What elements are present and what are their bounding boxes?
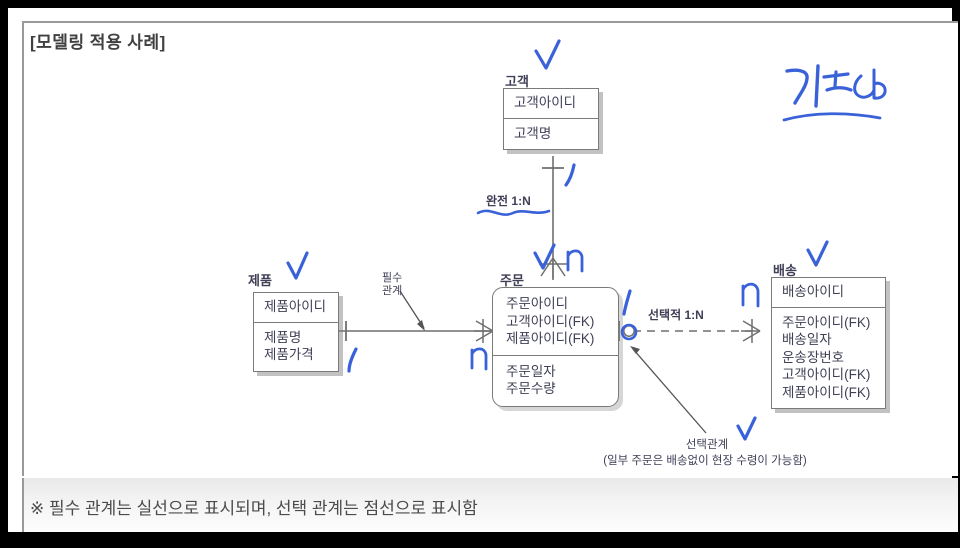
entity-name-customer: 고객 (505, 74, 529, 89)
entity-customer-pk-section: 고객아이디 (504, 89, 598, 119)
attribute-row: 제품아이디(FK) (782, 384, 871, 400)
attribute-row: 고객명 (514, 125, 552, 141)
relationship-label-customer-order: 완전 1:N (486, 194, 531, 208)
entity-product-pk-section: 제품아이디 (254, 293, 338, 323)
entity-product-attr-section: 제품명 제품가격 (254, 323, 338, 371)
relationship-label-order-delivery: 선택적 1:N (648, 308, 704, 322)
annotation-optional-relation-detail: (일부 주문은 배송없이 현장 수령이 가능함) (603, 455, 807, 467)
entity-order-pk-section: 주문아이디 고객아이디(FK) 제품아이디(FK) (493, 288, 618, 356)
slide-canvas: [모델링 적용 사례] (8, 8, 958, 532)
attribute-row: 주문일자 (506, 363, 556, 379)
entity-order[interactable]: 주문아이디 고객아이디(FK) 제품아이디(FK) 주문일자 주문수량 (492, 287, 619, 407)
entity-delivery-pk-section: 배송아이디 (772, 278, 885, 308)
attribute-row: 배송아이디 (782, 284, 845, 299)
annotation-required-relation: 필수 관계 (382, 272, 402, 298)
entity-product[interactable]: 제품아이디 제품명 제품가격 (253, 292, 339, 372)
entity-name-order: 주문 (500, 273, 524, 288)
attribute-row: 고객아이디 (514, 95, 577, 110)
attribute-row: 제품명 (264, 329, 302, 345)
attribute-row: 제품가격 (264, 347, 314, 362)
entity-name-product: 제품 (248, 273, 272, 288)
entity-customer-attr-section: 고객명 (504, 119, 598, 150)
entity-name-delivery: 배송 (773, 263, 797, 278)
attribute-row: 운송장번호 (782, 349, 845, 365)
attribute-row: 제품아이디 (264, 299, 327, 314)
footer-band (22, 478, 958, 532)
attribute-row: 제품아이디(FK) (506, 331, 595, 346)
page-title: [모델링 적용 사례] (30, 33, 166, 52)
attribute-row: 주문아이디 (506, 296, 569, 311)
attribute-row: 배송일자 (782, 332, 832, 347)
annotation-required-relation-line2: 관계 (382, 285, 403, 297)
entity-delivery-attr-section: 주문아이디(FK) 배송일자 운송장번호 고객아이디(FK) 제품아이디(FK) (772, 308, 885, 409)
annotation-required-relation-line1: 필수 (382, 272, 403, 284)
attribute-row: 주문수량 (506, 381, 556, 396)
footer-note: ※ 필수 관계는 실선으로 표시되며, 선택 관계는 점선으로 표시함 (30, 499, 478, 518)
attribute-row: 고객아이디(FK) (782, 367, 871, 382)
entity-customer[interactable]: 고객아이디 고객명 (503, 88, 599, 150)
attribute-row: 고객아이디(FK) (506, 313, 595, 329)
entity-order-attr-section: 주문일자 주문수량 (493, 356, 618, 406)
entity-delivery[interactable]: 배송아이디 주문아이디(FK) 배송일자 운송장번호 고객아이디(FK) 제품아… (771, 277, 886, 409)
attribute-row: 주문아이디(FK) (782, 314, 871, 330)
annotation-optional-relation-title: 선택관계 (685, 439, 729, 451)
